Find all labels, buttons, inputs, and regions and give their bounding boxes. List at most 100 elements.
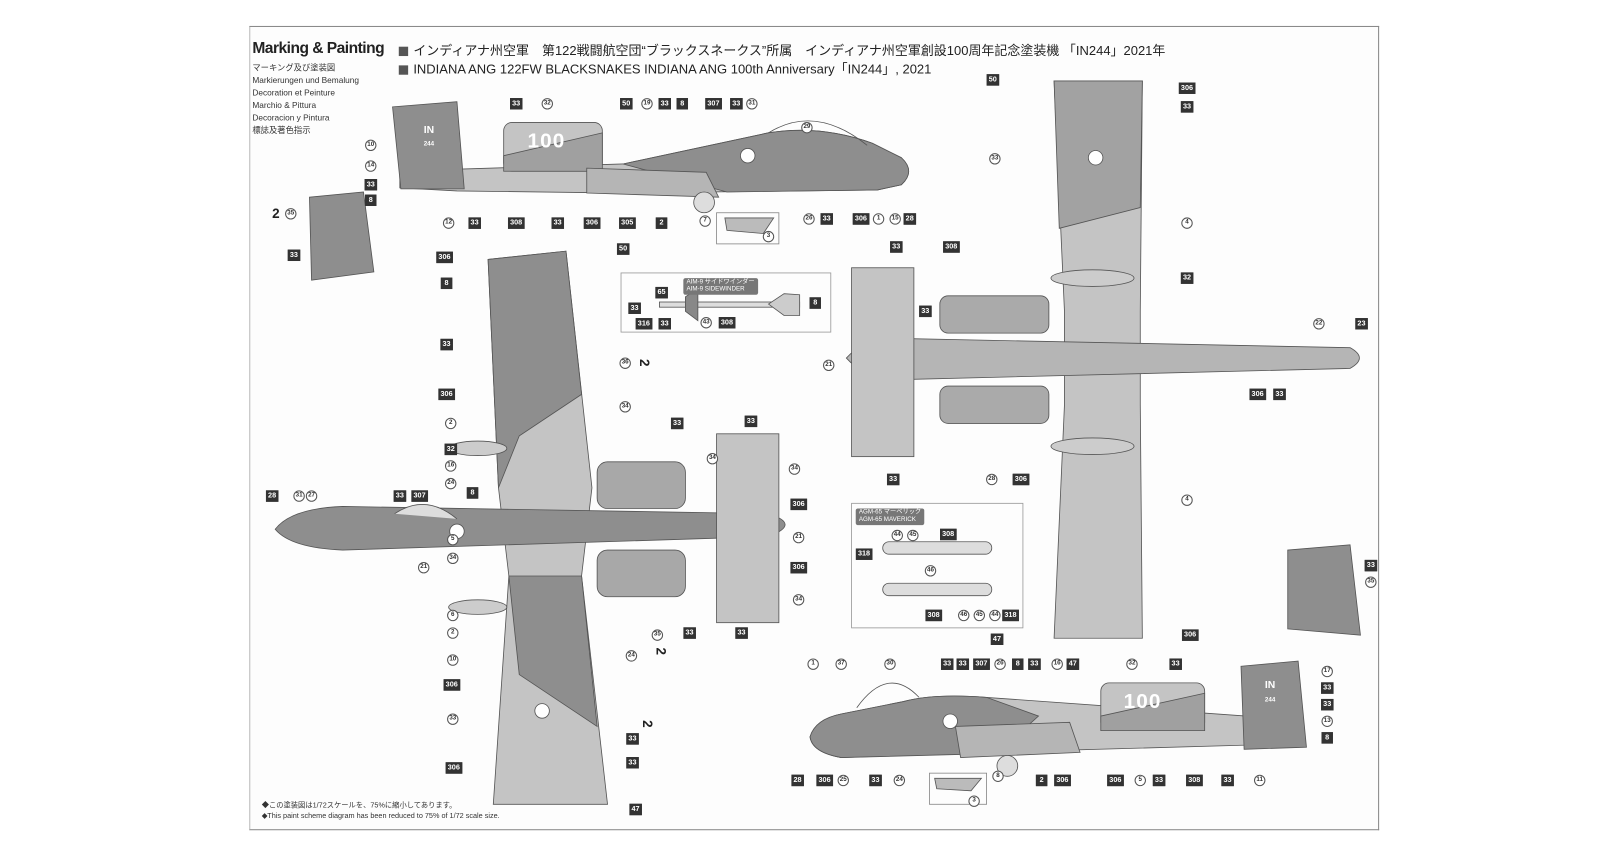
color-code-50: 50 xyxy=(620,98,633,110)
color-code-33: 33 xyxy=(440,338,453,351)
decal-number-19: 19 xyxy=(641,98,653,110)
decal-number-21: 21 xyxy=(417,561,430,574)
decal-number-44: 44 xyxy=(989,609,1001,622)
decal-number-5: 5 xyxy=(447,533,459,546)
nacelle-100-marking: 100 xyxy=(527,129,566,153)
decal-number-30: 30 xyxy=(884,658,896,670)
color-code-23: 23 xyxy=(1355,318,1368,330)
decal-number-16: 16 xyxy=(1051,658,1063,670)
color-code-33: 33 xyxy=(956,658,969,670)
color-code-308: 308 xyxy=(718,317,736,329)
decal-number-44: 44 xyxy=(891,529,903,542)
color-code-2: 2 xyxy=(1035,774,1048,787)
decal-number-36: 36 xyxy=(619,357,631,369)
subtitle: Decoracion y Pintura xyxy=(252,113,330,123)
color-code-8: 8 xyxy=(440,277,453,290)
decal-number-21: 21 xyxy=(792,531,805,544)
color-code-308: 308 xyxy=(943,241,960,253)
color-code-306: 306 xyxy=(816,774,833,787)
color-code-50: 50 xyxy=(986,74,999,86)
tail-number: 244 xyxy=(1264,697,1276,704)
color-code-308: 308 xyxy=(940,528,957,541)
color-code-33: 33 xyxy=(393,490,406,502)
decal-number-24: 24 xyxy=(625,650,638,662)
color-code-33: 33 xyxy=(886,473,900,486)
color-code-33: 33 xyxy=(919,305,932,318)
decal-number-46: 46 xyxy=(924,565,937,577)
color-code-47: 47 xyxy=(990,633,1004,645)
side-number: 2 xyxy=(272,205,280,222)
color-code-33: 33 xyxy=(551,217,564,229)
color-code-33: 33 xyxy=(1321,682,1334,694)
color-code-8: 8 xyxy=(809,297,821,309)
color-code-33: 33 xyxy=(628,302,641,314)
color-code-8: 8 xyxy=(1012,658,1024,670)
color-code-33: 33 xyxy=(730,98,743,110)
color-code-306: 306 xyxy=(1012,473,1029,486)
decal-number-15: 15 xyxy=(889,213,901,225)
side-view-port xyxy=(392,101,910,245)
color-code-47: 47 xyxy=(1066,658,1079,670)
subtitle: Markierungen und Bemalung xyxy=(252,75,360,86)
agm65-detail-box xyxy=(851,502,1024,629)
header-jp-text: インディアナ州空軍 第122戦闘航空団“ブラックスネークス”所属 インディアナ州… xyxy=(413,43,1166,59)
decal-number-37: 37 xyxy=(835,658,847,670)
decal-number-8: 8 xyxy=(992,770,1004,782)
color-code-306: 306 xyxy=(790,561,807,574)
agm65-label-jp: AGM-65 マーベリック xyxy=(858,509,922,516)
decal-number-4: 4 xyxy=(1181,217,1193,229)
decal-number-26: 26 xyxy=(803,213,815,225)
color-code-8: 8 xyxy=(1321,732,1333,744)
agm65-label-en: AGM-65 MAVERICK xyxy=(858,516,916,524)
color-code-305: 305 xyxy=(619,217,636,229)
tail-code: IN xyxy=(1264,679,1276,692)
color-code-33: 33 xyxy=(1273,388,1286,401)
decal-number-35: 35 xyxy=(1365,576,1377,588)
header-japanese: インディアナ州空軍 第122戦闘航空団“ブラックスネークス”所属 インディアナ州… xyxy=(398,39,1166,59)
decal-number-28: 28 xyxy=(986,473,998,486)
color-code-8: 8 xyxy=(676,98,689,110)
color-code-33: 33 xyxy=(1221,774,1234,787)
decal-number-34: 34 xyxy=(788,463,801,475)
decal-number-16: 16 xyxy=(444,460,457,472)
side-number: 2 xyxy=(639,720,656,728)
color-code-65: 65 xyxy=(655,286,668,299)
color-code-33: 33 xyxy=(820,213,833,225)
decal-number-10: 10 xyxy=(447,654,459,666)
agm65-missile xyxy=(882,541,993,597)
color-code-33: 33 xyxy=(1169,658,1182,670)
decal-number-3: 3 xyxy=(968,795,980,807)
footer-note-en: ◆This paint scheme diagram has been redu… xyxy=(261,812,500,820)
decal-number-46: 46 xyxy=(958,609,970,622)
aim9-label-en: AIM-9 SIDEWINDER xyxy=(686,286,745,293)
decal-number-27: 27 xyxy=(305,490,318,502)
color-code-33: 33 xyxy=(1028,658,1041,670)
color-code-318: 318 xyxy=(1002,609,1019,622)
color-code-308: 308 xyxy=(507,217,525,229)
color-code-28: 28 xyxy=(791,774,804,787)
color-code-307: 307 xyxy=(705,98,722,110)
color-code-2: 2 xyxy=(655,217,668,229)
decal-number-2: 2 xyxy=(447,627,459,639)
color-code-28: 28 xyxy=(903,213,916,225)
color-square-icon xyxy=(398,65,409,75)
color-code-33: 33 xyxy=(1364,559,1377,572)
decal-number-26: 26 xyxy=(994,658,1006,670)
color-code-33: 33 xyxy=(869,774,882,787)
subtitle: Marchio & Pittura xyxy=(252,100,317,111)
color-code-33: 33 xyxy=(364,179,377,191)
color-code-8: 8 xyxy=(365,194,377,207)
decal-number-32: 32 xyxy=(1126,658,1138,670)
color-code-33: 33 xyxy=(510,98,523,110)
color-code-32: 32 xyxy=(1180,272,1194,284)
color-code-306: 306 xyxy=(1249,388,1266,401)
color-code-306: 306 xyxy=(1107,774,1124,787)
decal-number-34: 34 xyxy=(619,401,631,413)
color-code-306: 306 xyxy=(1181,629,1199,641)
upper-planform-view xyxy=(845,80,1360,639)
header-english: INDIANA ANG 122FW BLACKSNAKES INDIANA AN… xyxy=(398,58,932,78)
color-code-33: 33 xyxy=(626,757,639,769)
decal-number-35: 35 xyxy=(285,208,297,220)
